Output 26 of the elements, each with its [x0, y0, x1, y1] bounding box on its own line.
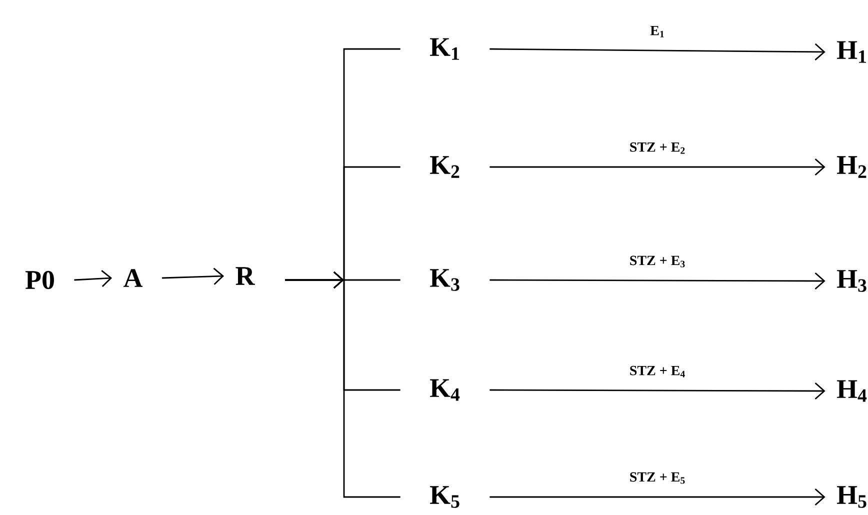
- node-label: K$_{3}$: [430, 269, 460, 291]
- arrow: [162, 268, 224, 285]
- node-label: H$_{2}$: [836, 156, 866, 178]
- edge-label: E$_{1}$: [649, 24, 666, 38]
- node-label: R: [236, 267, 255, 285]
- edge-label: STZ + E$_{3}$: [628, 254, 687, 268]
- node-label: K$_{5}$: [430, 486, 460, 508]
- arrow: [74, 270, 112, 288]
- edge-label: STZ + E$_{5}$: [628, 471, 687, 485]
- arrow: [490, 43, 826, 60]
- node-label: K$_{4}$: [430, 379, 460, 401]
- node-label: K$_{1}$: [430, 38, 459, 60]
- node-label: H$_{3}$: [836, 270, 866, 292]
- node-label: H$_{4}$: [836, 380, 867, 402]
- edge-label: STZ + E$_{4}$: [628, 364, 687, 378]
- node-label: H$_{5}$: [836, 486, 866, 508]
- edge-label: STZ + E$_{2}$: [628, 141, 687, 155]
- arrow: [490, 382, 826, 400]
- branch-connector: [285, 271, 400, 498]
- arrow: [490, 272, 826, 290]
- node-label: A: [124, 269, 143, 287]
- arrow: [490, 488, 826, 506]
- node-label: K$_{2}$: [430, 156, 460, 178]
- node-label: P0: [25, 270, 54, 290]
- node-label: H$_{1}$: [836, 41, 866, 63]
- arrow: [490, 158, 826, 176]
